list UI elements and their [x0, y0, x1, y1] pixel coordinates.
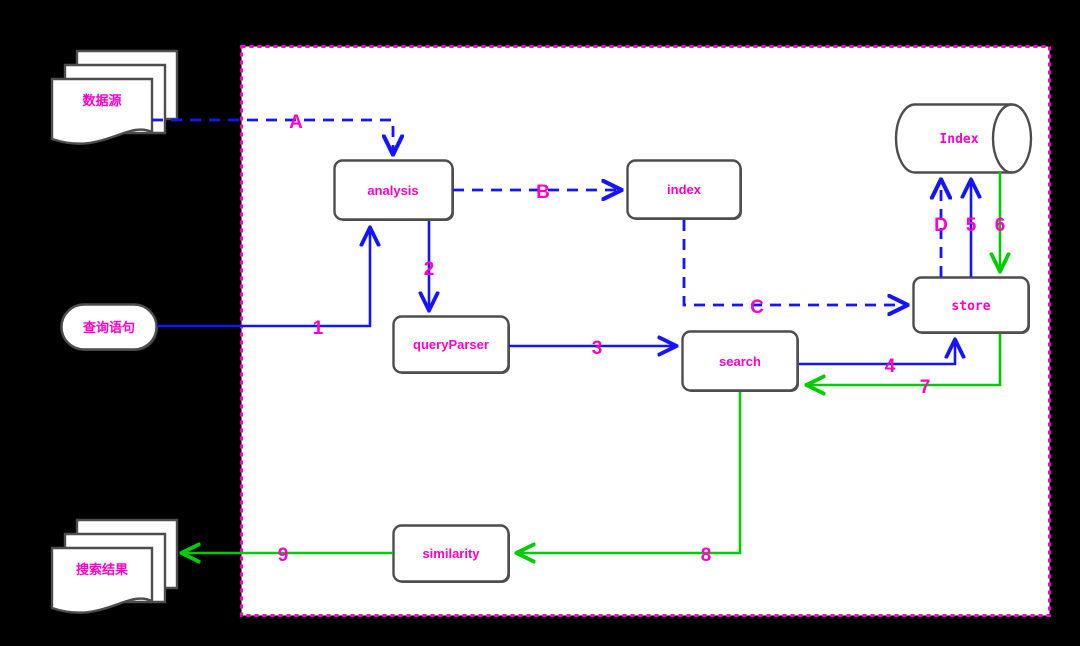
node-store[interactable]: store	[912, 276, 1031, 335]
node-search-label: search	[719, 354, 761, 369]
edge-A: A	[152, 112, 393, 152]
edge-6: 6	[995, 172, 1006, 269]
node-similarity-label: similarity	[422, 546, 480, 561]
edge-7: 7	[809, 334, 1002, 398]
node-results-label: 搜索结果	[76, 562, 128, 578]
node-search[interactable]: search	[681, 330, 800, 393]
edge-4-label: 4	[885, 356, 896, 377]
node-index[interactable]: index	[626, 159, 743, 221]
node-query-label: 查询语句	[82, 320, 135, 336]
edge-2: 2	[424, 221, 435, 308]
node-index-store-cylinder[interactable]: Index	[894, 103, 1033, 174]
edge-C-label: C	[750, 297, 764, 318]
edge-9-label: 9	[278, 545, 289, 566]
edge-5-label: 5	[966, 215, 977, 236]
node-index-label: index	[667, 182, 702, 197]
node-analysis[interactable]: analysis	[333, 159, 455, 222]
edge-5: 5	[966, 182, 977, 277]
edge-7-label: 7	[920, 377, 931, 398]
node-results[interactable]: 搜索结果	[50, 518, 179, 614]
edge-B: B	[453, 182, 619, 203]
edge-D-label: D	[934, 215, 948, 236]
edge-2-label: 2	[424, 259, 435, 280]
edge-C: C	[682, 220, 905, 318]
node-similarity[interactable]: similarity	[392, 524, 511, 584]
edge-8: 8	[519, 392, 742, 566]
edge-9: 9	[184, 545, 393, 566]
edge-3: 3	[509, 338, 674, 359]
edge-1: 1	[157, 230, 370, 339]
edge-1-label: 1	[313, 318, 324, 339]
edge-4: 4	[799, 342, 955, 377]
edge-8-label: 8	[701, 545, 712, 566]
node-store-label: store	[951, 299, 990, 314]
edge-3-label: 3	[592, 338, 603, 359]
node-datasource[interactable]: 数据源	[50, 49, 179, 145]
edge-A-label: A	[289, 112, 303, 133]
node-queryparser[interactable]: queryParser	[392, 315, 511, 375]
node-index-store-label: Index	[939, 132, 978, 147]
node-datasource-label: 数据源	[82, 93, 121, 109]
edge-D: D	[934, 182, 948, 277]
edge-6-label: 6	[995, 215, 1006, 236]
edge-B-label: B	[536, 182, 550, 203]
node-queryparser-label: queryParser	[413, 337, 489, 352]
node-query[interactable]: 查询语句	[60, 303, 159, 352]
node-analysis-label: analysis	[367, 183, 418, 198]
